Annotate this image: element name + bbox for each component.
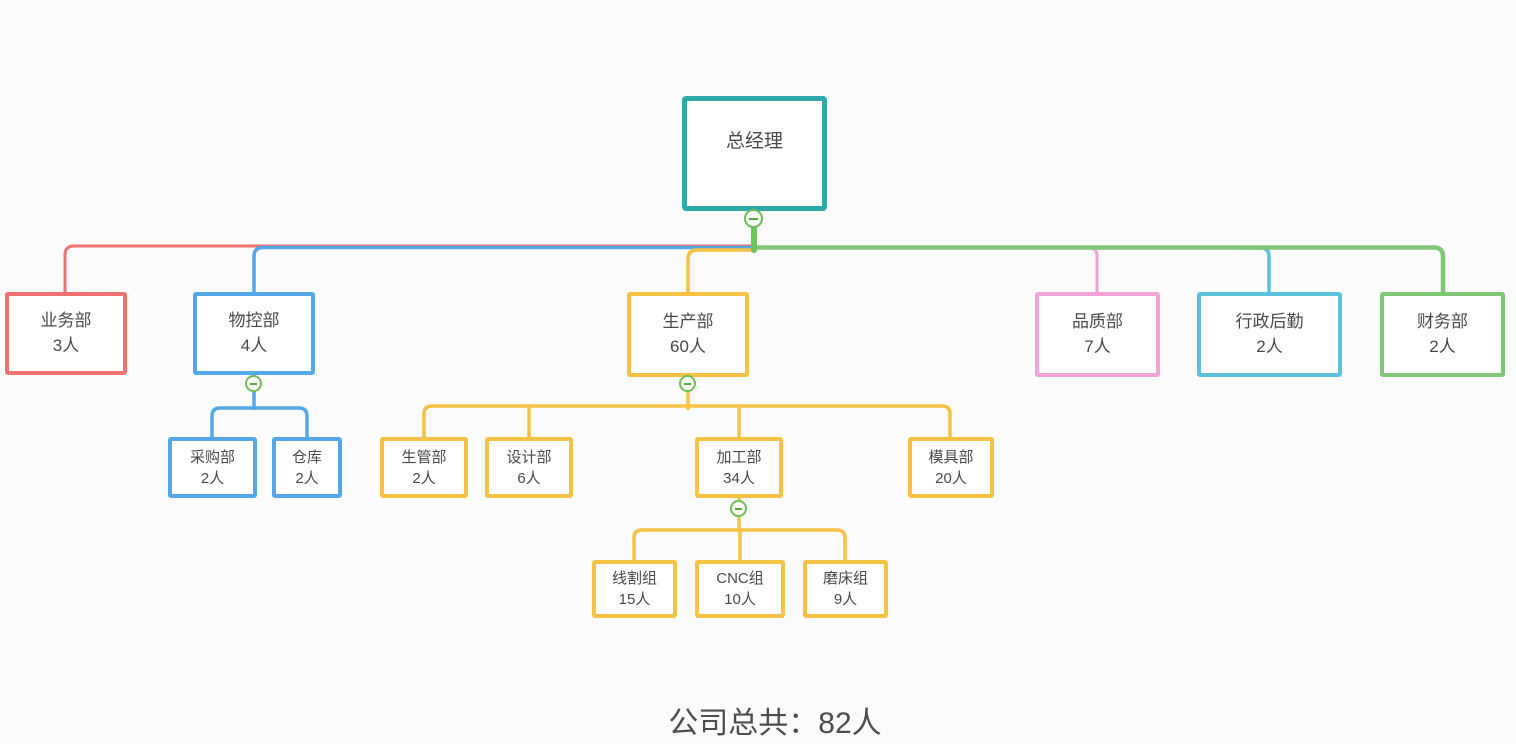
- node-label: 行政后勤: [1235, 312, 1304, 332]
- collapse-minus-icon[interactable]: [744, 209, 763, 228]
- total-count-label[interactable]: 公司总共：82人: [668, 707, 882, 740]
- node-production-mgmt-dept[interactable]: 生管部 2人: [380, 437, 468, 498]
- node-material-control-dept[interactable]: 物控部 4人: [193, 292, 315, 375]
- node-finance-dept[interactable]: 财务部 2人: [1380, 292, 1505, 377]
- node-purchasing-dept[interactable]: 采购部 2人: [168, 437, 257, 498]
- node-general-manager[interactable]: 总经理: [682, 96, 827, 211]
- node-count: 10人: [724, 591, 756, 608]
- node-mold-dept[interactable]: 模具部 20人: [908, 437, 994, 498]
- connector-business: [63, 244, 754, 292]
- collapse-minus-icon[interactable]: [730, 500, 747, 517]
- node-count: 9人: [833, 591, 858, 608]
- node-label: 采购部: [189, 448, 235, 466]
- node-count: 4人: [240, 335, 268, 355]
- connector-production-rail: [422, 404, 952, 437]
- node-count: 20人: [935, 469, 967, 487]
- node-admin-logistics[interactable]: 行政后勤 2人: [1197, 292, 1342, 377]
- node-count: 6人: [517, 469, 541, 487]
- node-label: 磨床组: [822, 570, 868, 587]
- node-count: 3人: [52, 335, 80, 355]
- node-label: CNC组: [716, 570, 764, 587]
- node-count: 60人: [670, 336, 706, 356]
- node-label: 仓库: [291, 448, 322, 466]
- connector-material-control: [252, 245, 754, 292]
- node-quality-dept[interactable]: 品质部 7人: [1035, 292, 1160, 377]
- connector-production: [686, 248, 754, 292]
- node-label: 业务部: [40, 311, 92, 331]
- node-count: 2人: [200, 469, 225, 487]
- node-label: 模具部: [928, 448, 974, 466]
- node-count: 2人: [412, 469, 436, 487]
- node-design-dept[interactable]: 设计部 6人: [485, 437, 573, 498]
- node-count: 2人: [295, 469, 319, 487]
- connector-admin: [1242, 246, 1271, 292]
- connector-material-rail: [210, 406, 309, 437]
- node-label: 生产部: [662, 312, 714, 332]
- collapse-minus-icon[interactable]: [679, 375, 696, 392]
- node-cnc-group[interactable]: CNC组 10人: [695, 560, 785, 618]
- node-wire-cut-group[interactable]: 线割组 15人: [592, 560, 677, 618]
- node-count: 2人: [1256, 336, 1283, 356]
- connector-quality: [1072, 246, 1099, 292]
- node-business-dept[interactable]: 业务部 3人: [5, 292, 127, 375]
- node-label: 物控部: [228, 311, 280, 331]
- node-label: 品质部: [1072, 312, 1123, 332]
- node-label: 财务部: [1417, 312, 1468, 332]
- connector-finance: [752, 245, 1446, 292]
- node-count: 2人: [1429, 336, 1456, 356]
- node-count: 7人: [1084, 336, 1111, 356]
- node-label: 设计部: [506, 448, 552, 466]
- node-grinding-group[interactable]: 磨床组 9人: [803, 560, 888, 618]
- node-label: 加工部: [716, 448, 762, 466]
- node-machining-dept[interactable]: 加工部 34人: [695, 437, 783, 498]
- node-label: 生管部: [401, 448, 447, 466]
- node-count: 34人: [723, 469, 755, 487]
- node-production-dept[interactable]: 生产部 60人: [627, 292, 749, 377]
- collapse-minus-icon[interactable]: [245, 375, 262, 392]
- node-label: 线割组: [611, 570, 657, 587]
- node-warehouse[interactable]: 仓库 2人: [272, 437, 342, 498]
- node-count: 15人: [618, 591, 651, 608]
- node-label: 总经理: [725, 131, 783, 153]
